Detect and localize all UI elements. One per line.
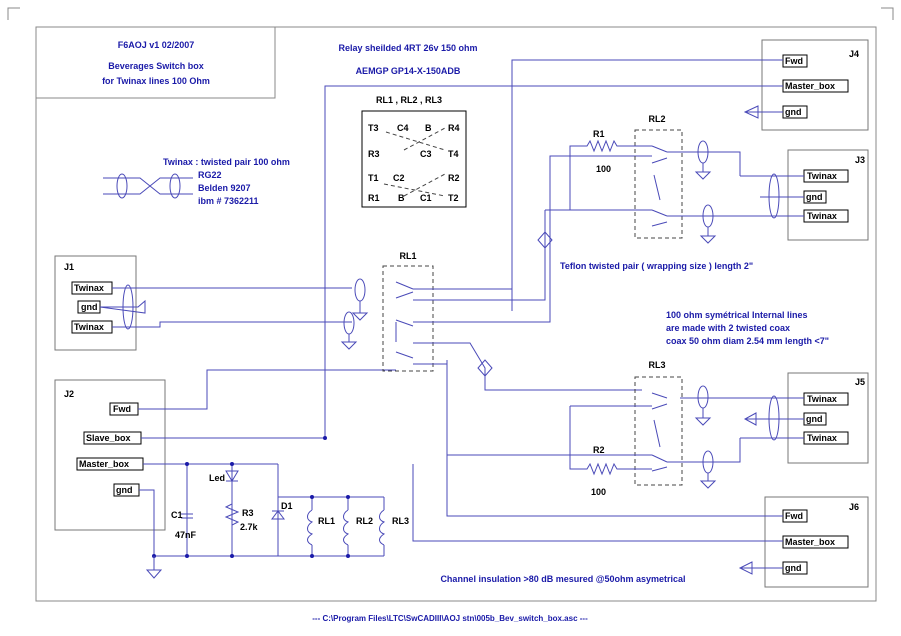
relay-pinout: RL1 , RL2 , RL3 T3 C4 B R4 R3 C3 T4 T1 C… (361, 95, 467, 208)
svg-text:47nF: 47nF (175, 530, 197, 540)
pin-t3: T3 (368, 123, 379, 133)
svg-text:Master_box: Master_box (79, 459, 129, 469)
connector-j3: J3 Twinax gnd Twinax (740, 149, 869, 241)
resistor-r2: R2 100 (569, 405, 652, 497)
relay-rl1: RL1 (340, 155, 652, 391)
svg-text:gnd: gnd (81, 302, 98, 312)
svg-text:J6: J6 (849, 502, 859, 512)
svg-text:gnd: gnd (806, 192, 823, 202)
svg-text:RL2: RL2 (356, 516, 373, 526)
svg-text:Twinax: Twinax (807, 433, 837, 443)
relay-note-2: AEMGP GP14-X-150ADB (356, 66, 461, 76)
power-section: C1 47nF Led R3 2.7k D1 RL1 RL2 RL3 (145, 436, 409, 579)
svg-text:J5: J5 (855, 377, 865, 387)
internal-lines-note: 100 ohm symétrical Internal lines are ma… (666, 310, 829, 346)
relay-note-1: Relay sheilded 4RT 26v 150 ohm (338, 43, 477, 53)
file-path: --- C:\Program Files\LTC\SwCADIII\AOJ st… (312, 614, 588, 623)
svg-text:RL2: RL2 (648, 114, 665, 124)
diagram-border (35, 26, 877, 602)
connector-j5: J5 Twinax gnd Twinax (680, 372, 869, 464)
pin-r1: R1 (368, 193, 380, 203)
svg-text:J4: J4 (849, 49, 859, 59)
pin-t4: T4 (448, 149, 459, 159)
svg-text:Fwd: Fwd (113, 404, 131, 414)
title-line-3: for Twinax lines 100 Ohm (102, 76, 210, 86)
svg-text:C1: C1 (171, 510, 183, 520)
relay-rl2: RL2 (634, 114, 741, 244)
connector-j2: J2 Fwd Slave_box Master_box gnd (54, 85, 760, 556)
svg-text:Twinax: Twinax (807, 211, 837, 221)
svg-text:R2: R2 (593, 445, 605, 455)
insulation-note: Channel insulation >80 dB mesured @50ohm… (440, 574, 685, 584)
svg-text:Belden 9207: Belden 9207 (198, 183, 251, 193)
pin-c1: C1 (420, 193, 432, 203)
svg-text:100: 100 (591, 487, 606, 497)
svg-text:Fwd: Fwd (785, 56, 803, 66)
pin-t2: T2 (448, 193, 459, 203)
svg-text:Twinax: Twinax (74, 283, 104, 293)
svg-text:ibm # 7362211: ibm # 7362211 (198, 196, 259, 206)
svg-text:gnd: gnd (785, 563, 802, 573)
svg-text:R1: R1 (593, 129, 605, 139)
pin-c3: C3 (420, 149, 432, 159)
svg-text:J3: J3 (855, 155, 865, 165)
svg-text:RL3: RL3 (392, 516, 409, 526)
svg-text:RL1: RL1 (399, 251, 416, 261)
svg-text:Twinax : twisted pair 100 ohm: Twinax : twisted pair 100 ohm (163, 157, 290, 167)
pin-t1: T1 (368, 173, 379, 183)
resistor-r1: R1 100 (545, 129, 652, 211)
svg-text:J2: J2 (64, 389, 74, 399)
pin-b-bot: B (398, 193, 405, 203)
twinax-note: Twinax : twisted pair 100 ohm RG22 Belde… (103, 157, 290, 206)
svg-text:Twinax: Twinax (74, 322, 104, 332)
svg-text:Fwd: Fwd (785, 511, 803, 521)
title-line-2: Beverages Switch box (108, 61, 204, 71)
svg-text:gnd: gnd (806, 414, 823, 424)
svg-text:Led: Led (209, 473, 225, 483)
connector-j1: J1 Twinax gnd Twinax (54, 255, 352, 351)
svg-text:R3: R3 (242, 508, 254, 518)
svg-text:RG22: RG22 (198, 170, 222, 180)
connector-j4: J4 Fwd Master_box gnd (511, 39, 869, 311)
svg-text:Master_box: Master_box (785, 537, 835, 547)
svg-text:coax 50 ohm diam 2.54 mm lengt: coax 50 ohm diam 2.54 mm length <7" (666, 336, 829, 346)
svg-text:Slave_box: Slave_box (86, 433, 131, 443)
teflon-note: Teflon twisted pair ( wrapping size ) le… (560, 261, 753, 271)
svg-text:100: 100 (596, 164, 611, 174)
svg-text:D1: D1 (281, 501, 293, 511)
pin-b-top: B (425, 123, 432, 133)
svg-text:gnd: gnd (785, 107, 802, 117)
sheet-corner-marks (7, 7, 894, 20)
pin-r2: R2 (448, 173, 460, 183)
svg-text:Twinax: Twinax (807, 171, 837, 181)
title-block: F6AOJ v1 02/2007 Beverages Switch box fo… (35, 26, 276, 99)
svg-text:RL3: RL3 (648, 360, 665, 370)
relay-rl3: RL3 (447, 360, 741, 489)
connector-j6: J6 Fwd Master_box gnd (412, 360, 869, 588)
svg-text:Twinax: Twinax (807, 394, 837, 404)
pin-c2: C2 (393, 173, 405, 183)
svg-text:100 ohm symétrical Internal li: 100 ohm symétrical Internal lines (666, 310, 808, 320)
pin-c4: C4 (397, 123, 409, 133)
pin-r3: R3 (368, 149, 380, 159)
pinout-title: RL1 , RL2 , RL3 (376, 95, 442, 105)
title-line-1: F6AOJ v1 02/2007 (118, 40, 195, 50)
svg-text:gnd: gnd (116, 485, 133, 495)
svg-text:RL1: RL1 (318, 516, 335, 526)
svg-text:2.7k: 2.7k (240, 522, 259, 532)
svg-text:J1: J1 (64, 262, 74, 272)
svg-text:are made with 2 twisted coax: are made with 2 twisted coax (666, 323, 790, 333)
svg-text:Master_box: Master_box (785, 81, 835, 91)
pin-r4: R4 (448, 123, 460, 133)
